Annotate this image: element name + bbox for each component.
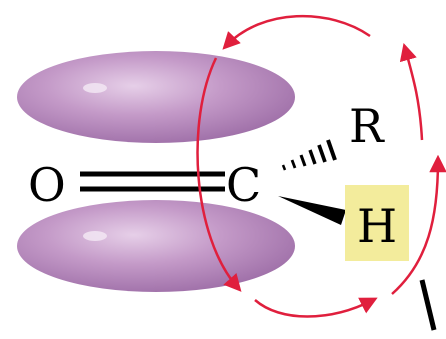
pi-orbital-lobe-upper-icon <box>17 51 295 143</box>
oxygen-atom-label: O <box>28 158 66 212</box>
rotation-arrows <box>196 14 446 318</box>
r-group-label: R <box>349 99 385 153</box>
partial-bond-line <box>419 279 437 331</box>
curved-arrow-left-icon <box>196 57 242 292</box>
hashed-wedge-bond-icon <box>281 139 337 171</box>
solid-wedge-bond-icon <box>278 196 346 225</box>
curved-arrow-right-lower-icon <box>391 154 446 295</box>
pi-orbital-lobe-lower-icon <box>17 200 295 292</box>
curved-arrow-top-icon <box>222 14 371 50</box>
hydrogen-atom-label: H <box>357 199 397 253</box>
hydrogen-highlight-box <box>345 185 409 261</box>
curved-arrow-bottom-icon <box>254 297 378 318</box>
lobe-highlight-lower <box>83 231 107 241</box>
carbon-atom-label: C <box>226 158 261 212</box>
lobe-highlight-upper <box>83 83 107 93</box>
curved-arrow-right-upper-icon <box>399 42 424 141</box>
double-bond-icon <box>80 171 225 192</box>
